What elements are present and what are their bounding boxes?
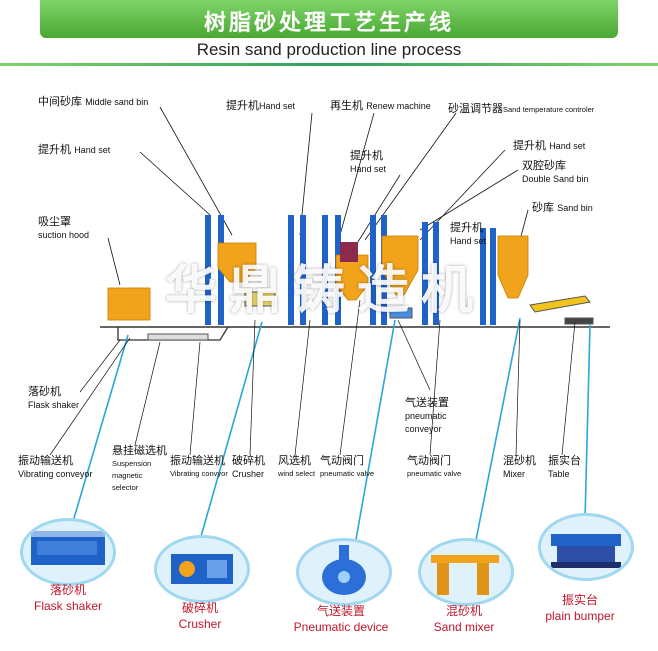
label-hand-set-1: 提升机 Hand set xyxy=(38,143,111,156)
crusher-illustration xyxy=(171,554,233,584)
leader-lines-photos xyxy=(71,317,591,546)
label-renew-machine: 再生机 Renew machine xyxy=(330,99,431,112)
label-hand-set-4: 提升机 Hand set xyxy=(513,139,586,152)
conveyors xyxy=(147,291,594,341)
title-en: Resin sand production line process xyxy=(196,40,462,59)
photo-flask-shaker xyxy=(20,518,116,586)
photo-pneumatic-device xyxy=(296,538,392,606)
plain-bumper-illustration xyxy=(551,534,621,568)
label-sand-bin: 砂库 Sand bin xyxy=(532,201,593,214)
sand-bins xyxy=(107,235,529,321)
watermark: 华鼎铸造机 xyxy=(164,261,485,321)
title-zh: 树脂砂处理工艺生产线 xyxy=(203,11,454,36)
label-sand-temp: 砂温调节器Sand temperature controler xyxy=(448,102,595,115)
renew-machine xyxy=(340,242,358,262)
title-banner: 树脂砂处理工艺生产线 xyxy=(40,0,618,38)
pneumatic-device-illustration xyxy=(322,545,366,595)
leader-lines-bottom xyxy=(49,299,576,456)
leader-lines-top xyxy=(107,106,529,286)
label-hand-set-2: 提升机Hand set xyxy=(226,99,296,112)
flask-shaker-illustration xyxy=(31,531,105,565)
sand-mixer-illustration xyxy=(431,555,499,595)
photo-sand-mixer xyxy=(418,538,514,606)
label-middle-sand-bin: 中间砂库 Middle sand bin xyxy=(38,95,149,108)
photo-crusher xyxy=(154,535,250,603)
title-underline xyxy=(0,63,658,66)
photo-plain-bumper xyxy=(538,513,634,581)
